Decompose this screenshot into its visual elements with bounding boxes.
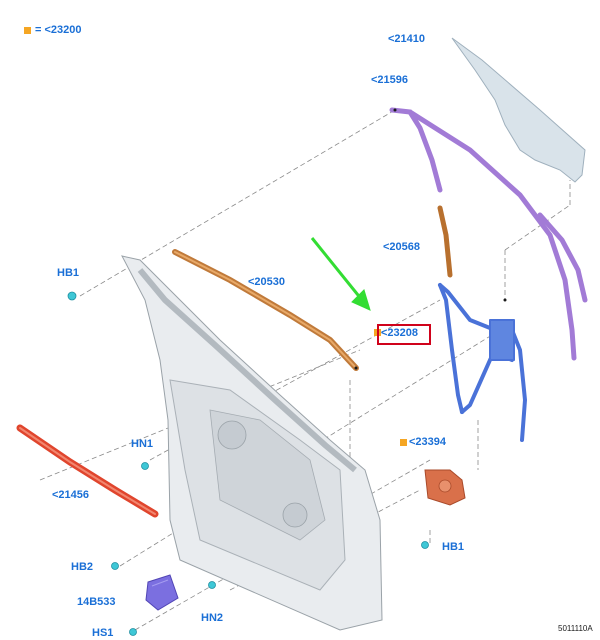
label-21596: <21596	[371, 74, 409, 86]
legend-text: = <23200	[35, 24, 82, 36]
fastener-hb1-right	[421, 541, 429, 549]
fastener-hb2	[111, 562, 119, 570]
door-control-module	[145, 574, 179, 611]
fastener-hs1	[129, 628, 137, 636]
label-hn1: HN1	[131, 438, 154, 450]
regulator-motor	[424, 469, 466, 506]
green-arrow-icon	[310, 237, 371, 311]
label-23394: <23394	[409, 436, 447, 448]
front-channel-strip	[437, 205, 453, 278]
window-regulator	[438, 283, 527, 442]
label-hb1-top: HB1	[57, 267, 80, 279]
diagram-reference-code: 5011110A	[558, 624, 593, 633]
label-14b533: 14B533	[77, 596, 116, 608]
label-21456: <21456	[52, 489, 90, 501]
label-23394-marker	[400, 439, 407, 446]
fastener-hb1-top	[67, 291, 77, 301]
label-21410: <21410	[388, 33, 426, 45]
fastener-hn2	[208, 581, 216, 589]
highlight-box-23208	[377, 324, 431, 345]
label-23208: <23208	[381, 327, 419, 339]
label-hs1: HS1	[92, 627, 114, 639]
door-glass	[451, 37, 586, 183]
label-hn2: HN2	[201, 612, 224, 624]
label-hb2: HB2	[71, 561, 94, 573]
label-hb1-right: HB1	[442, 541, 465, 553]
label-20530: <20530	[248, 276, 286, 288]
fastener-hn1	[141, 462, 149, 470]
label-20568: <20568	[383, 241, 421, 253]
door-inner-panel	[121, 255, 383, 631]
glass-run-channel	[389, 107, 577, 361]
fasteners	[67, 291, 429, 636]
legend-marker	[24, 27, 31, 34]
